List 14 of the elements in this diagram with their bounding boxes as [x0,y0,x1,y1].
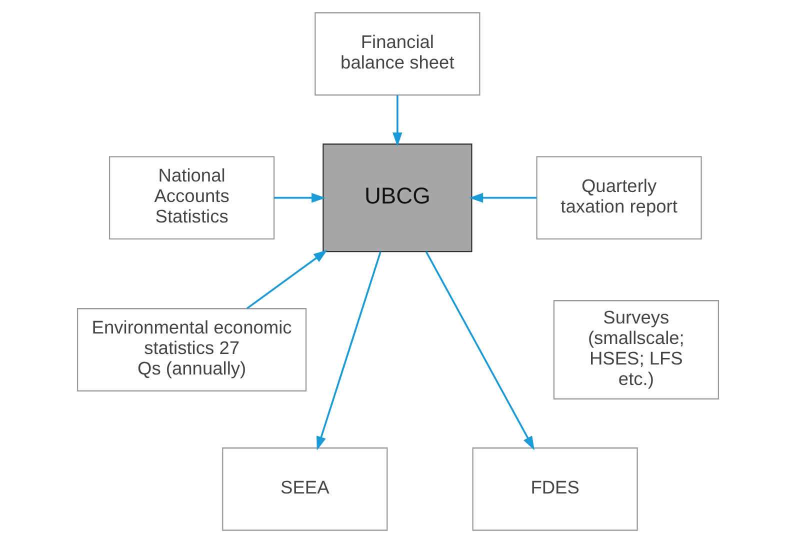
node-box: Financial balance sheet [314,12,480,96]
node-box: Surveys (smallscale; HSES; LFS etc.) [552,300,718,400]
arrow [246,250,327,310]
arrow [468,192,536,203]
arrow [392,95,402,146]
node-box: UBCG [322,144,472,252]
node-box: Environmental economic statistics 27 Qs (annually) [76,308,306,392]
arrow [316,251,381,450]
node-box: National Accounts Statistics [108,156,274,240]
node-box: FDES [472,447,638,531]
node-box: SEEA [222,447,388,531]
arrow [274,192,326,203]
node-box: Quarterly taxation report [536,156,702,240]
arrow [424,251,534,450]
